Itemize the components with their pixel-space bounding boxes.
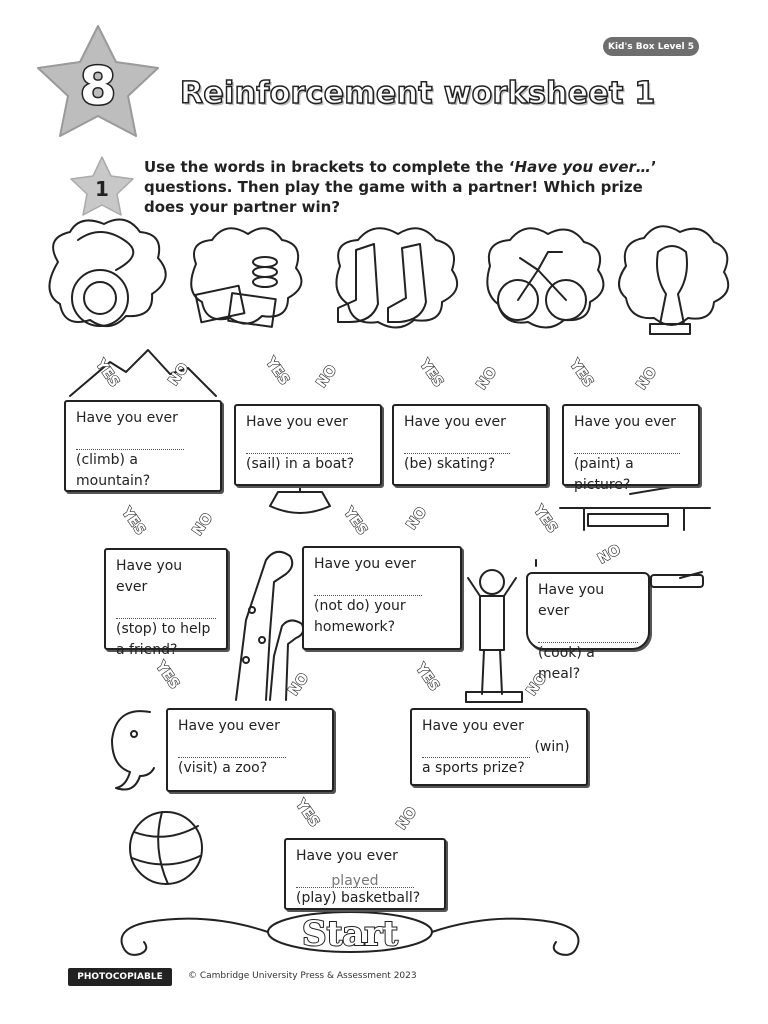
yes-arrow: YES: [530, 502, 561, 536]
start-banner: [267, 911, 433, 953]
box-text: Have you ever: [404, 414, 506, 430]
answer-blank[interactable]: [76, 433, 184, 450]
yes-arrow: YES: [340, 504, 371, 538]
box-text: a sports prize?: [422, 760, 525, 776]
box-text: (sail) in a boat?: [246, 456, 355, 472]
start-label: Start: [302, 914, 398, 954]
box-text: Have you ever: [76, 410, 178, 426]
saucepan-handle: [650, 574, 704, 588]
mountain-icon: [69, 349, 217, 397]
instruction-italic: Have you ever…: [514, 158, 651, 176]
box-text: homework?: [314, 619, 395, 635]
answer-blank[interactable]: [574, 437, 680, 454]
money-prize-icon: [190, 227, 303, 328]
no-arrow: NO: [166, 360, 193, 389]
unit-star: 8: [37, 25, 159, 137]
no-arrow: NO: [190, 510, 217, 539]
ball-icon: [129, 811, 203, 885]
copyright-text: © Cambridge University Press & Assessmen…: [188, 971, 417, 981]
box-text: (win): [534, 739, 570, 755]
question-box-cook: Have you ever (cook) a meal?: [526, 572, 650, 682]
no-arrow: NO: [474, 364, 501, 393]
box-text: Have you ever: [116, 558, 183, 595]
start-scroll-left: [120, 917, 269, 956]
trophy-prize-icon: [618, 225, 730, 335]
box-text: (be) skating?: [404, 456, 496, 472]
question-box-homework: Have you ever (not do) your homework?: [302, 546, 462, 650]
yes-arrow: YES: [416, 356, 447, 390]
no-arrow: NO: [314, 362, 341, 391]
question-box-paint: Have you ever (paint) a picture?: [562, 404, 700, 493]
no-arrow: NO: [286, 670, 313, 699]
yes-arrow: YES: [262, 354, 293, 388]
easel-icon: [559, 483, 711, 531]
yes-arrow: YES: [412, 660, 443, 694]
bike-prize-icon: [486, 227, 605, 329]
child-winner-icon: [465, 569, 523, 703]
box-text: (stop) to help: [116, 621, 211, 637]
instructions: Use the words in brackets to complete th…: [144, 157, 664, 217]
page-title: Reinforcement worksheet 1: [179, 75, 656, 112]
no-arrow: NO: [634, 364, 661, 393]
box-text: (climb) a mountain?: [76, 452, 151, 489]
box-text: (paint) a picture?: [574, 456, 634, 493]
no-arrow: NO: [404, 504, 431, 533]
exercise-star: 1: [70, 156, 134, 216]
no-arrow: NO: [595, 542, 624, 568]
yes-arrow: YES: [152, 658, 183, 692]
box-text: Have you ever: [538, 582, 605, 619]
answer-blank[interactable]: [538, 626, 638, 643]
box-text: Have you ever: [178, 718, 280, 734]
answer-blank[interactable]: [404, 437, 510, 454]
box-text: (cook) a meal?: [538, 645, 595, 682]
instruction-text-b: ’ questions. Then play the game with a p…: [144, 158, 657, 216]
box-text: (play) basketball?: [296, 890, 421, 906]
box-text: Have you ever: [574, 414, 676, 430]
yes-arrow: YES: [566, 356, 597, 390]
box-text: Have you ever: [422, 718, 524, 734]
question-box-basketball: Have you ever played (play) basketball?: [284, 838, 446, 910]
medal-prize-icon: [48, 218, 167, 327]
answer-blank[interactable]: [314, 579, 422, 596]
question-box-skating: Have you ever (be) skating?: [392, 404, 548, 486]
skates-prize-icon: [335, 227, 459, 329]
answer-blank[interactable]: [178, 741, 286, 758]
question-box-sail: Have you ever (sail) in a boat?: [234, 404, 382, 486]
answer-blank[interactable]: [116, 602, 216, 619]
box-text: Have you ever: [296, 848, 398, 864]
exercise-number: 1: [95, 177, 109, 201]
no-arrow: NO: [394, 804, 421, 833]
level-badge: Kid's Box Level 5: [603, 37, 699, 56]
question-box-stop: Have you ever (stop) to help a friend?: [104, 548, 228, 658]
box-text: Have you ever: [246, 414, 348, 430]
example-answer: played: [296, 871, 414, 889]
yes-arrow: YES: [292, 796, 323, 830]
box-text: (visit) a zoo?: [178, 760, 268, 776]
elephant-icon: [111, 710, 155, 791]
unit-number: 8: [80, 57, 116, 117]
photocopiable-label: PHOTOCOPIABLE: [68, 968, 172, 986]
instruction-text-a: Use the words in brackets to complete th…: [144, 158, 515, 176]
box-text: (not do) your: [314, 598, 406, 614]
box-text: Have you ever: [314, 556, 416, 572]
question-box-climb: Have you ever (climb) a mountain?: [64, 400, 222, 492]
question-box-zoo: Have you ever (visit) a zoo?: [166, 708, 334, 792]
yes-arrow: YES: [118, 504, 149, 538]
answer-blank[interactable]: [246, 437, 352, 454]
question-box-win: Have you ever (win) a sports prize?: [410, 708, 588, 786]
answer-blank[interactable]: [422, 741, 530, 758]
box-text: a friend?: [116, 642, 178, 658]
start-scroll-right: [431, 917, 580, 956]
